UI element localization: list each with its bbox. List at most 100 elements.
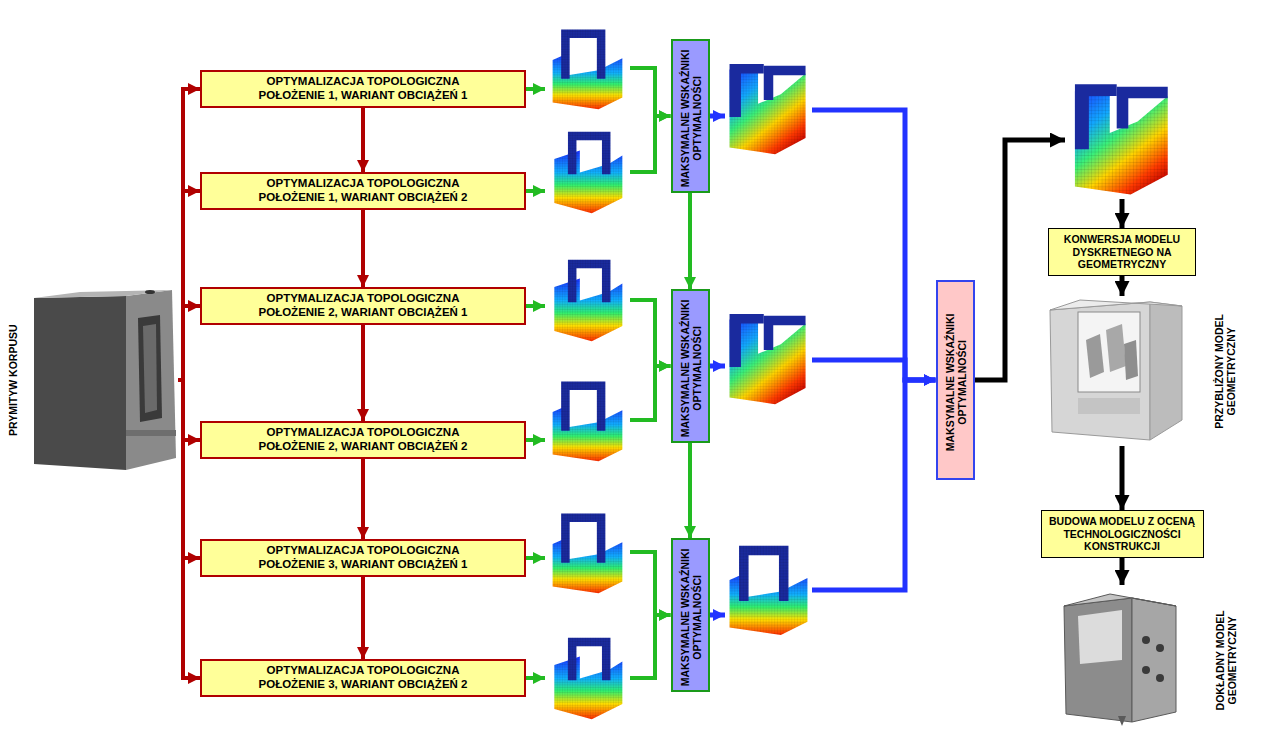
fe-model [554,260,622,342]
text-line: KONWERSJA MODELU [1064,233,1180,245]
arrow-segment [178,380,200,678]
arrow-segment [526,556,545,560]
box-text: KONWERSJA MODELU DYSKRETNEGO NA GEOMETRY… [1064,233,1180,270]
flow-arrow [710,360,936,380]
text-line: GEOMETRYCZNY [1226,610,1238,710]
process-box: OPTYMALIZACJA TOPOLOGICZNA POŁOŻENIE 3, … [200,659,526,697]
arrow-segment [688,443,692,538]
text-line: DOKŁADNY MODEL [1214,610,1226,710]
text-line: POŁOŻENIE 3, WARIANT OBCIĄŻEŃ 1 [259,558,468,572]
text-line: OPTYMALIZACJA TOPOLOGICZNA [259,544,468,558]
selection-box: MAKSYMALNE WSKAŹNIKI OPTYMALNOŚCI [671,289,710,443]
arrow-segment [630,116,671,172]
text-line: GEOMETRYCZNY [1064,258,1180,270]
vertical-label: MAKSYMALNE WSKAŹNIKI OPTYMALNOŚCI [679,49,704,187]
fe-model [554,638,622,720]
arrow-segment [812,360,936,380]
fe-model-merged [730,64,806,154]
box-text: BUDOWA MODELU Z OCENĄ TECHNOLOGICZNOŚCI … [1049,515,1195,552]
figure-label-frame: PRZYBLIŻONY MODEL GEOMETRYCZNY [1045,296,1245,446]
arrow-segment [361,210,365,287]
text-line: OPTYMALIZACJA TOPOLOGICZNA [259,664,468,678]
step-box: BUDOWA MODELU Z OCENĄ TECHNOLOGICZNOŚCI … [1041,510,1204,558]
arrow-segment [526,438,545,442]
text-line: OPTYMALNOŚCI [692,299,704,437]
fe-model [553,29,623,109]
text-line: MAKSYMALNE WSKAŹNIKI [679,49,691,187]
fe-model [553,381,623,461]
arrow-segment [630,300,671,366]
arrow-segment [1120,446,1125,510]
primitive-illustration [34,290,176,470]
process-box: OPTYMALIZACJA TOPOLOGICZNA POŁOŻENIE 1, … [200,172,526,210]
arrow-segment [630,615,671,678]
arrow-segment [526,304,545,308]
arrow-segment [710,613,726,618]
figure-label-frame: PRYMITYW KORPUSU [0,282,178,478]
arrow-segment [812,380,936,590]
text-line: MAKSYMALNE WSKAŹNIKI [679,299,691,437]
flow-arrow [526,552,671,615]
fe-model-merged [730,314,806,404]
arrow-segment [361,459,365,539]
text-line: POŁOŻENIE 2, WARIANT OBCIĄŻEŃ 2 [259,440,468,454]
flow-arrow [710,110,936,380]
box-text: OPTYMALIZACJA TOPOLOGICZNA POŁOŻENIE 2, … [259,292,468,319]
flow-arrow [690,443,691,538]
flow-arrow [363,210,364,287]
flow-arrow [690,193,691,289]
flow-arrow [178,380,200,678]
fe-model [553,513,623,593]
arrow-segment [630,68,671,116]
flow-arrow [526,116,671,191]
arrow-segment [710,114,726,119]
flow-arrow [363,325,364,421]
arrow-segment [688,193,692,289]
flow-arrow [363,459,364,539]
fe-model-merged [730,546,808,635]
selection-box: MAKSYMALNE WSKAŹNIKI OPTYMALNOŚCI [671,538,710,692]
arrow-segment [710,364,726,369]
flow-arrow [178,89,200,380]
text-line: POŁOŻENIE 3, WARIANT OBCIĄŻEŃ 2 [259,678,468,692]
arrow-segment [361,108,365,172]
text-line: MAKSYMALNE WSKAŹNIKI [679,548,691,686]
arrow-segment [361,577,365,659]
text-line: OPTYMALNOŚCI [692,49,704,187]
box-text: OPTYMALIZACJA TOPOLOGICZNA POŁOŻENIE 3, … [259,544,468,571]
text-line: OPTYMALIZACJA TOPOLOGICZNA [259,426,468,440]
flow-arrow [1122,446,1123,510]
fe-model [554,132,622,214]
vertical-label: PRYMITYW KORPUSU [7,324,19,436]
text-line: DYSKRETNEGO NA [1064,246,1180,258]
flow-arrow [178,306,200,380]
selection-box: MAKSYMALNE WSKAŹNIKI OPTYMALNOŚCI [671,39,710,193]
step-box: KONWERSJA MODELU DYSKRETNEGO NA GEOMETRY… [1048,228,1196,276]
text-line: POŁOŻENIE 1, WARIANT OBCIĄŻEŃ 2 [259,191,468,205]
exact-model [1064,594,1176,726]
process-box: OPTYMALIZACJA TOPOLOGICZNA POŁOŻENIE 2, … [200,287,526,325]
approximate-model [1050,300,1182,440]
text-line: BUDOWA MODELU Z OCENĄ [1049,515,1195,527]
flow-arrow [710,380,936,615]
text-line: MAKSYMALNE WSKAŹNIKI [944,313,956,451]
text-line: OPTYMALNOŚCI [692,548,704,686]
fe-model-final [1075,84,1168,194]
box-text: OPTYMALIZACJA TOPOLOGICZNA POŁOŻENIE 1, … [259,75,468,102]
process-box: OPTYMALIZACJA TOPOLOGICZNA POŁOŻENIE 1, … [200,70,526,108]
vertical-label: MAKSYMALNE WSKAŹNIKI OPTYMALNOŚCI [944,313,969,451]
arrow-segment [361,325,365,421]
flow-arrow [1122,558,1123,585]
flow-arrow [1122,276,1123,296]
text-line: KONSTRUKCJI [1049,540,1195,552]
arrow-segment [526,87,545,91]
vertical-label: MAKSYMALNE WSKAŹNIKI OPTYMALNOŚCI [679,299,704,437]
box-text: OPTYMALIZACJA TOPOLOGICZNA POŁOŻENIE 3, … [259,664,468,691]
flow-arrow [178,191,200,380]
flow-arrow [526,68,671,116]
arrow-segment [178,306,200,380]
text-line: OPTYMALIZACJA TOPOLOGICZNA [259,177,468,191]
